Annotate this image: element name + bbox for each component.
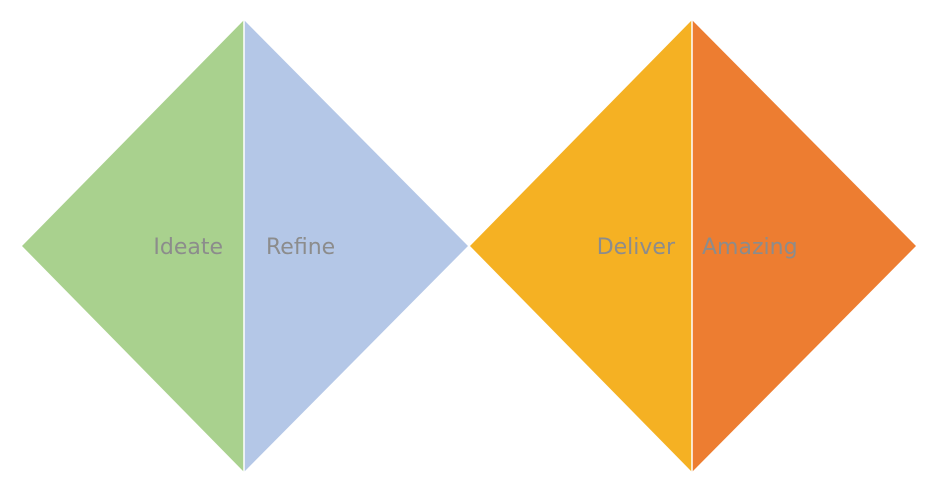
refine-segment (244, 20, 468, 472)
amazing-segment (692, 20, 916, 472)
ideate-segment (22, 20, 244, 472)
amazing-label: Amazing (702, 235, 798, 260)
deliver-segment (470, 20, 692, 472)
ideate-label: Ideate (153, 235, 223, 260)
deliver-label: Deliver (597, 235, 676, 260)
refine-label: Refine (266, 235, 335, 260)
